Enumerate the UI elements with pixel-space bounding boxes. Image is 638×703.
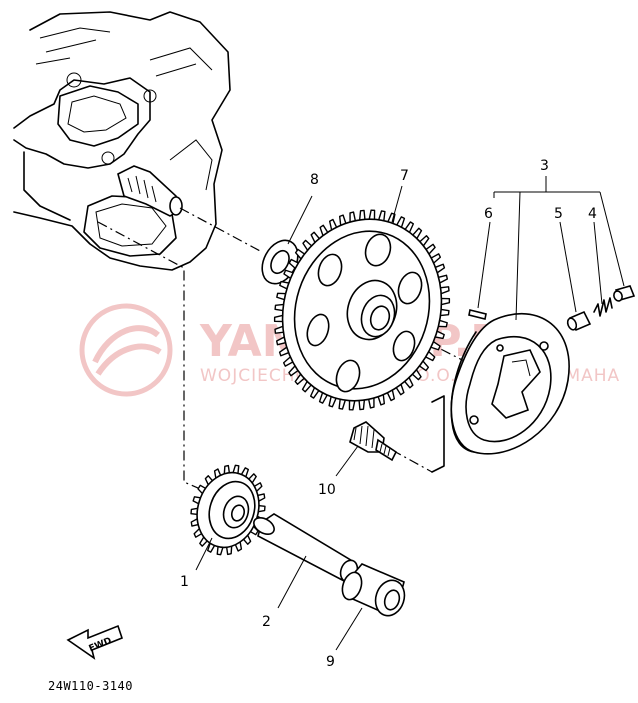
crankcase-outline [13,11,231,271]
forward-arrow-icon: FWD [66,624,123,660]
assembly-line-main [179,207,263,253]
leader-1 [195,537,213,571]
leader-8 [287,195,313,245]
part-labels: 1 2 3 4 5 6 7 8 9 10 [180,158,597,670]
part-label-6: 6 [484,206,493,222]
pin-part-6 [468,309,487,320]
clutch-assembly-part-3 [450,312,570,455]
leader-lines [195,176,625,651]
leader-4 [593,221,603,305]
part-label-9: 9 [326,654,335,670]
small-gear-part-1 [190,464,266,556]
part-label-7: 7 [400,168,409,184]
part-label-1: 1 [180,574,189,590]
part-label-5: 5 [554,206,563,222]
leader-4a [599,191,625,287]
bolt-bracket [431,395,445,473]
spring-part-4 [593,297,613,317]
leader-5 [559,221,577,313]
leader-7 [391,185,403,223]
spring-cap [613,285,636,302]
watermark-logo-icon [79,303,173,397]
crank-shaft-boss [117,165,183,217]
part-label-4: 4 [588,206,597,222]
bolt-part-10 [349,421,398,462]
part-label-3: 3 [540,158,549,174]
leader-3 [494,176,600,193]
leader-9 [335,607,363,651]
assembly-line-bolt [391,449,433,473]
leader-2 [277,555,307,609]
drawing-code: 24W110-3140 [48,679,133,693]
bushing-part-9 [341,563,406,617]
plunger-part-5 [566,310,592,332]
shaft-part-2 [253,513,359,584]
leader-10 [335,445,359,477]
leader-6 [477,221,491,309]
leader-3a [515,191,521,321]
part-label-10: 10 [318,482,336,498]
part-label-8: 8 [310,172,319,188]
part-label-2: 2 [262,614,271,630]
large-gear-part-7 [273,209,451,411]
